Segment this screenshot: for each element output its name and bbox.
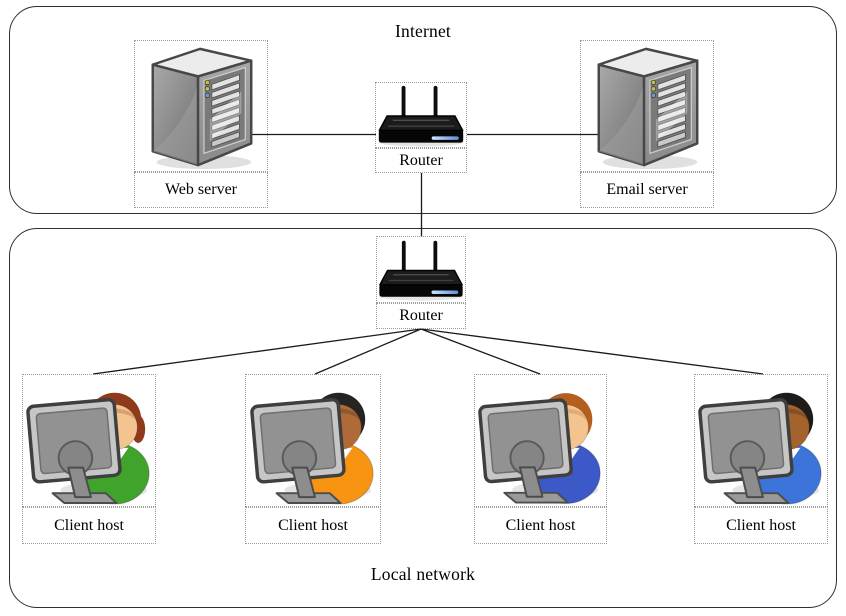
email-server-node: Email server	[580, 40, 714, 208]
web-server-node: Web server	[134, 40, 268, 208]
email-server-label: Email server	[580, 172, 714, 208]
client-host-icon	[695, 375, 827, 506]
internet-router-label: Router	[375, 148, 467, 173]
web-server-label: Web server	[134, 172, 268, 208]
client-host-node: Client host	[22, 374, 156, 544]
client-host-label: Client host	[245, 507, 381, 544]
internet-zone: Internet	[9, 6, 837, 214]
web-server-icon-box	[134, 40, 268, 172]
client-host-node: Client host	[474, 374, 607, 544]
client-host-label: Client host	[694, 507, 828, 544]
client-host-icon	[23, 375, 155, 506]
local-network-zone: Local network	[9, 228, 837, 608]
client-host-node: Client host	[694, 374, 828, 544]
client-host-icon	[246, 375, 380, 506]
email-server-label-text: Email server	[606, 181, 688, 198]
local-network-zone-title: Local network	[370, 564, 476, 584]
client-host-icon	[475, 375, 606, 506]
client-host-node: Client host	[245, 374, 381, 544]
client-host-label-text: Client host	[726, 516, 796, 534]
internet-router-icon-box	[375, 82, 467, 148]
email-server-icon-box	[580, 40, 714, 172]
client-host-label-text: Client host	[505, 516, 576, 534]
client-host-icon-box	[474, 374, 607, 507]
local-router-icon-box	[376, 236, 466, 303]
local-router-label: Router	[376, 303, 466, 329]
local-router-label-text: Router	[399, 307, 443, 324]
router-icon	[377, 237, 465, 302]
web-server-label-text: Web server	[164, 181, 237, 198]
client-host-icon-box	[22, 374, 156, 507]
client-host-label-text: Client host	[278, 516, 348, 534]
router-icon	[376, 83, 466, 147]
client-host-label: Client host	[22, 507, 156, 544]
client-host-label-text: Client host	[54, 516, 124, 534]
server-icon	[135, 41, 267, 171]
client-host-icon-box	[694, 374, 828, 507]
client-host-label: Client host	[474, 507, 607, 544]
internet-zone-title: Internet	[394, 21, 451, 41]
local-router-node: Router	[376, 236, 466, 329]
server-icon	[581, 41, 713, 171]
client-host-icon-box	[245, 374, 381, 507]
internet-router-label-text: Router	[399, 151, 443, 169]
internet-router-node: Router	[375, 82, 467, 173]
